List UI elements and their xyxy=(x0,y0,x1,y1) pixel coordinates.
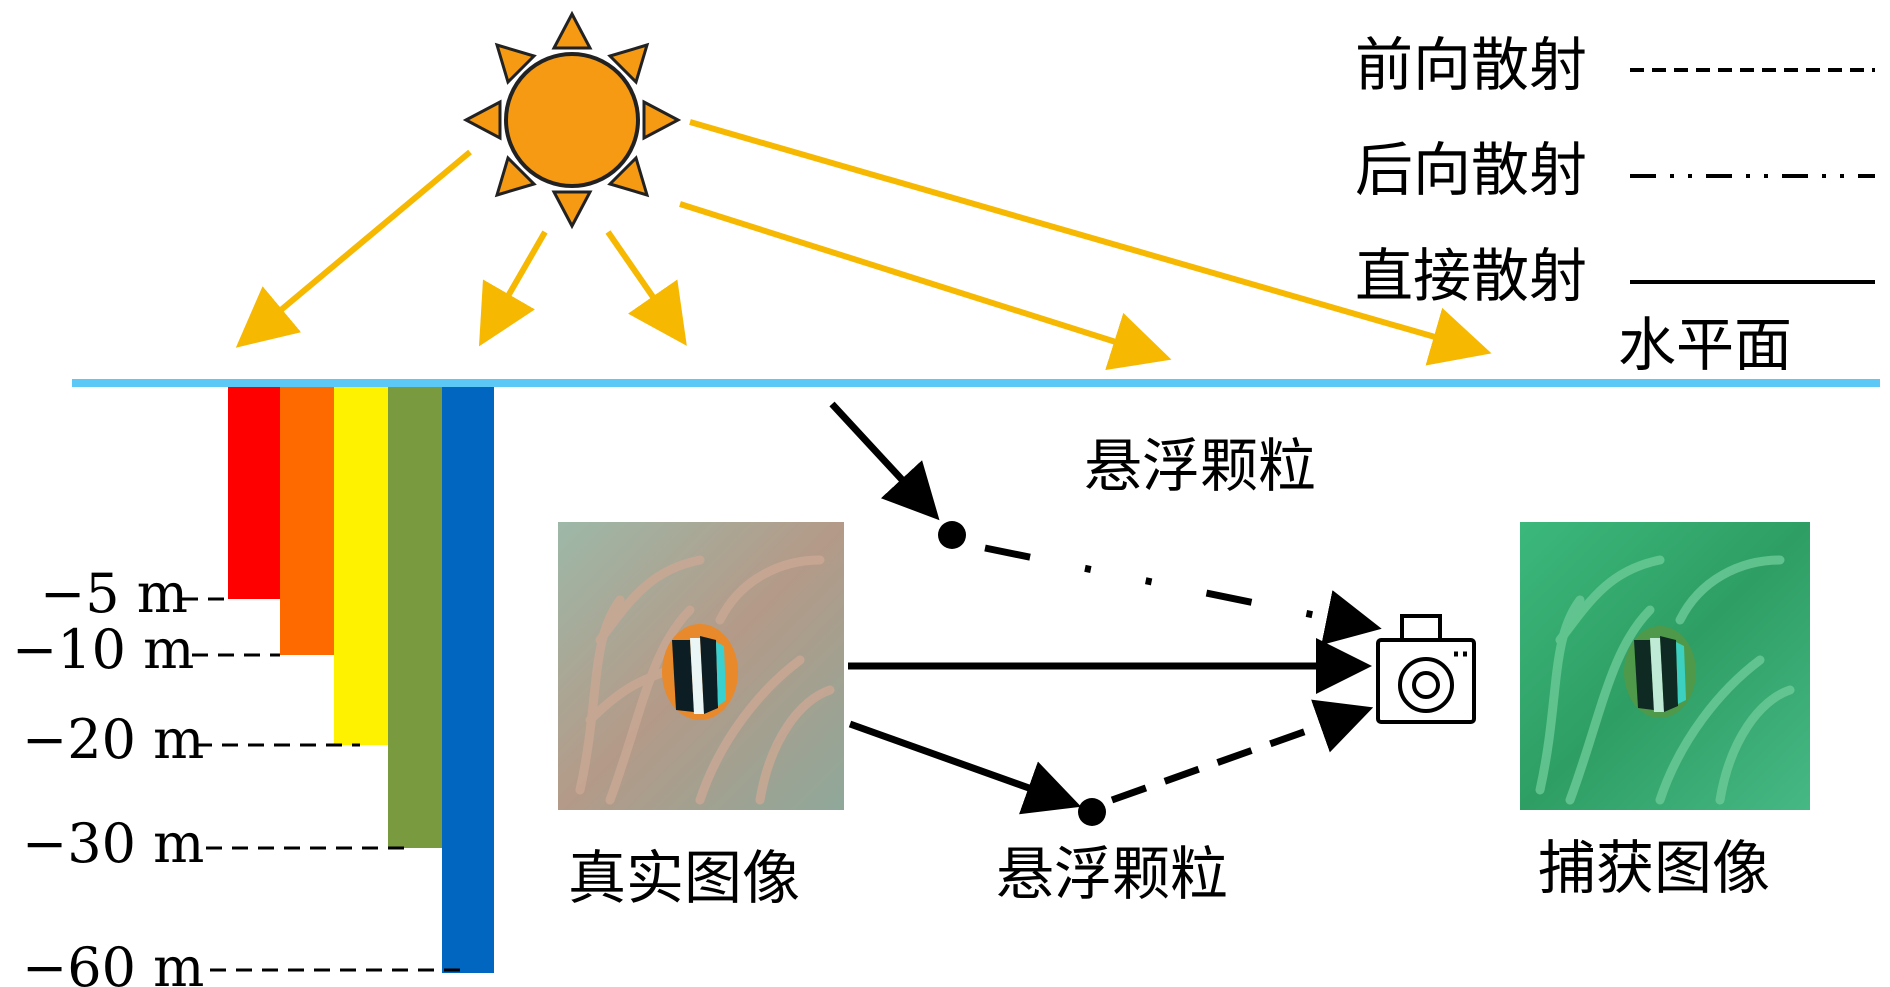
depth-bar-yellow xyxy=(334,387,388,745)
real-image-label: 真实图像 xyxy=(568,844,800,912)
water-surface-label: 水平面 xyxy=(1618,311,1792,379)
legend-direct-label: 直接散射 xyxy=(1355,242,1587,310)
depth-label-30: −30 m xyxy=(22,812,204,875)
legend-forward-label: 前向散射 xyxy=(1355,31,1587,99)
depth-label-5: −5 m xyxy=(40,562,188,625)
camera-icon xyxy=(1376,614,1476,724)
forward-scatter-path xyxy=(1110,699,1374,804)
legend-backward-label: 后向散射 xyxy=(1355,136,1587,204)
clownfish-captured xyxy=(1624,626,1696,718)
surface-to-particle-path xyxy=(829,401,940,521)
sun-icon xyxy=(462,10,682,230)
particle-label-bottom: 悬浮颗粒 xyxy=(996,840,1228,908)
particle-label-top: 悬浮颗粒 xyxy=(1084,432,1316,500)
real-image xyxy=(558,522,844,810)
image-to-particle-path xyxy=(848,720,1082,815)
sun-rays xyxy=(235,119,1492,371)
depth-bar-green xyxy=(388,387,442,848)
backward-scatter-path xyxy=(984,544,1382,646)
particle-icon-top xyxy=(938,521,966,549)
depth-bar-orange xyxy=(280,387,334,655)
clownfish xyxy=(662,624,738,720)
depth-label-10: −10 m xyxy=(12,618,194,681)
depth-absorption-bars xyxy=(228,387,494,973)
particle-icon-bottom xyxy=(1078,798,1106,826)
captured-image xyxy=(1520,522,1810,810)
captured-image-label: 捕获图像 xyxy=(1538,834,1770,902)
light-paths xyxy=(829,401,1382,815)
depth-labels: −5 m −10 m −20 m −30 m −60 m xyxy=(12,562,460,987)
depth-bar-red xyxy=(228,387,280,599)
depth-label-20: −20 m xyxy=(22,708,204,771)
depth-label-60: −60 m xyxy=(22,936,204,987)
depth-bar-blue xyxy=(442,387,494,973)
legend: 前向散射 后向散射 直接散射 xyxy=(1355,31,1875,310)
